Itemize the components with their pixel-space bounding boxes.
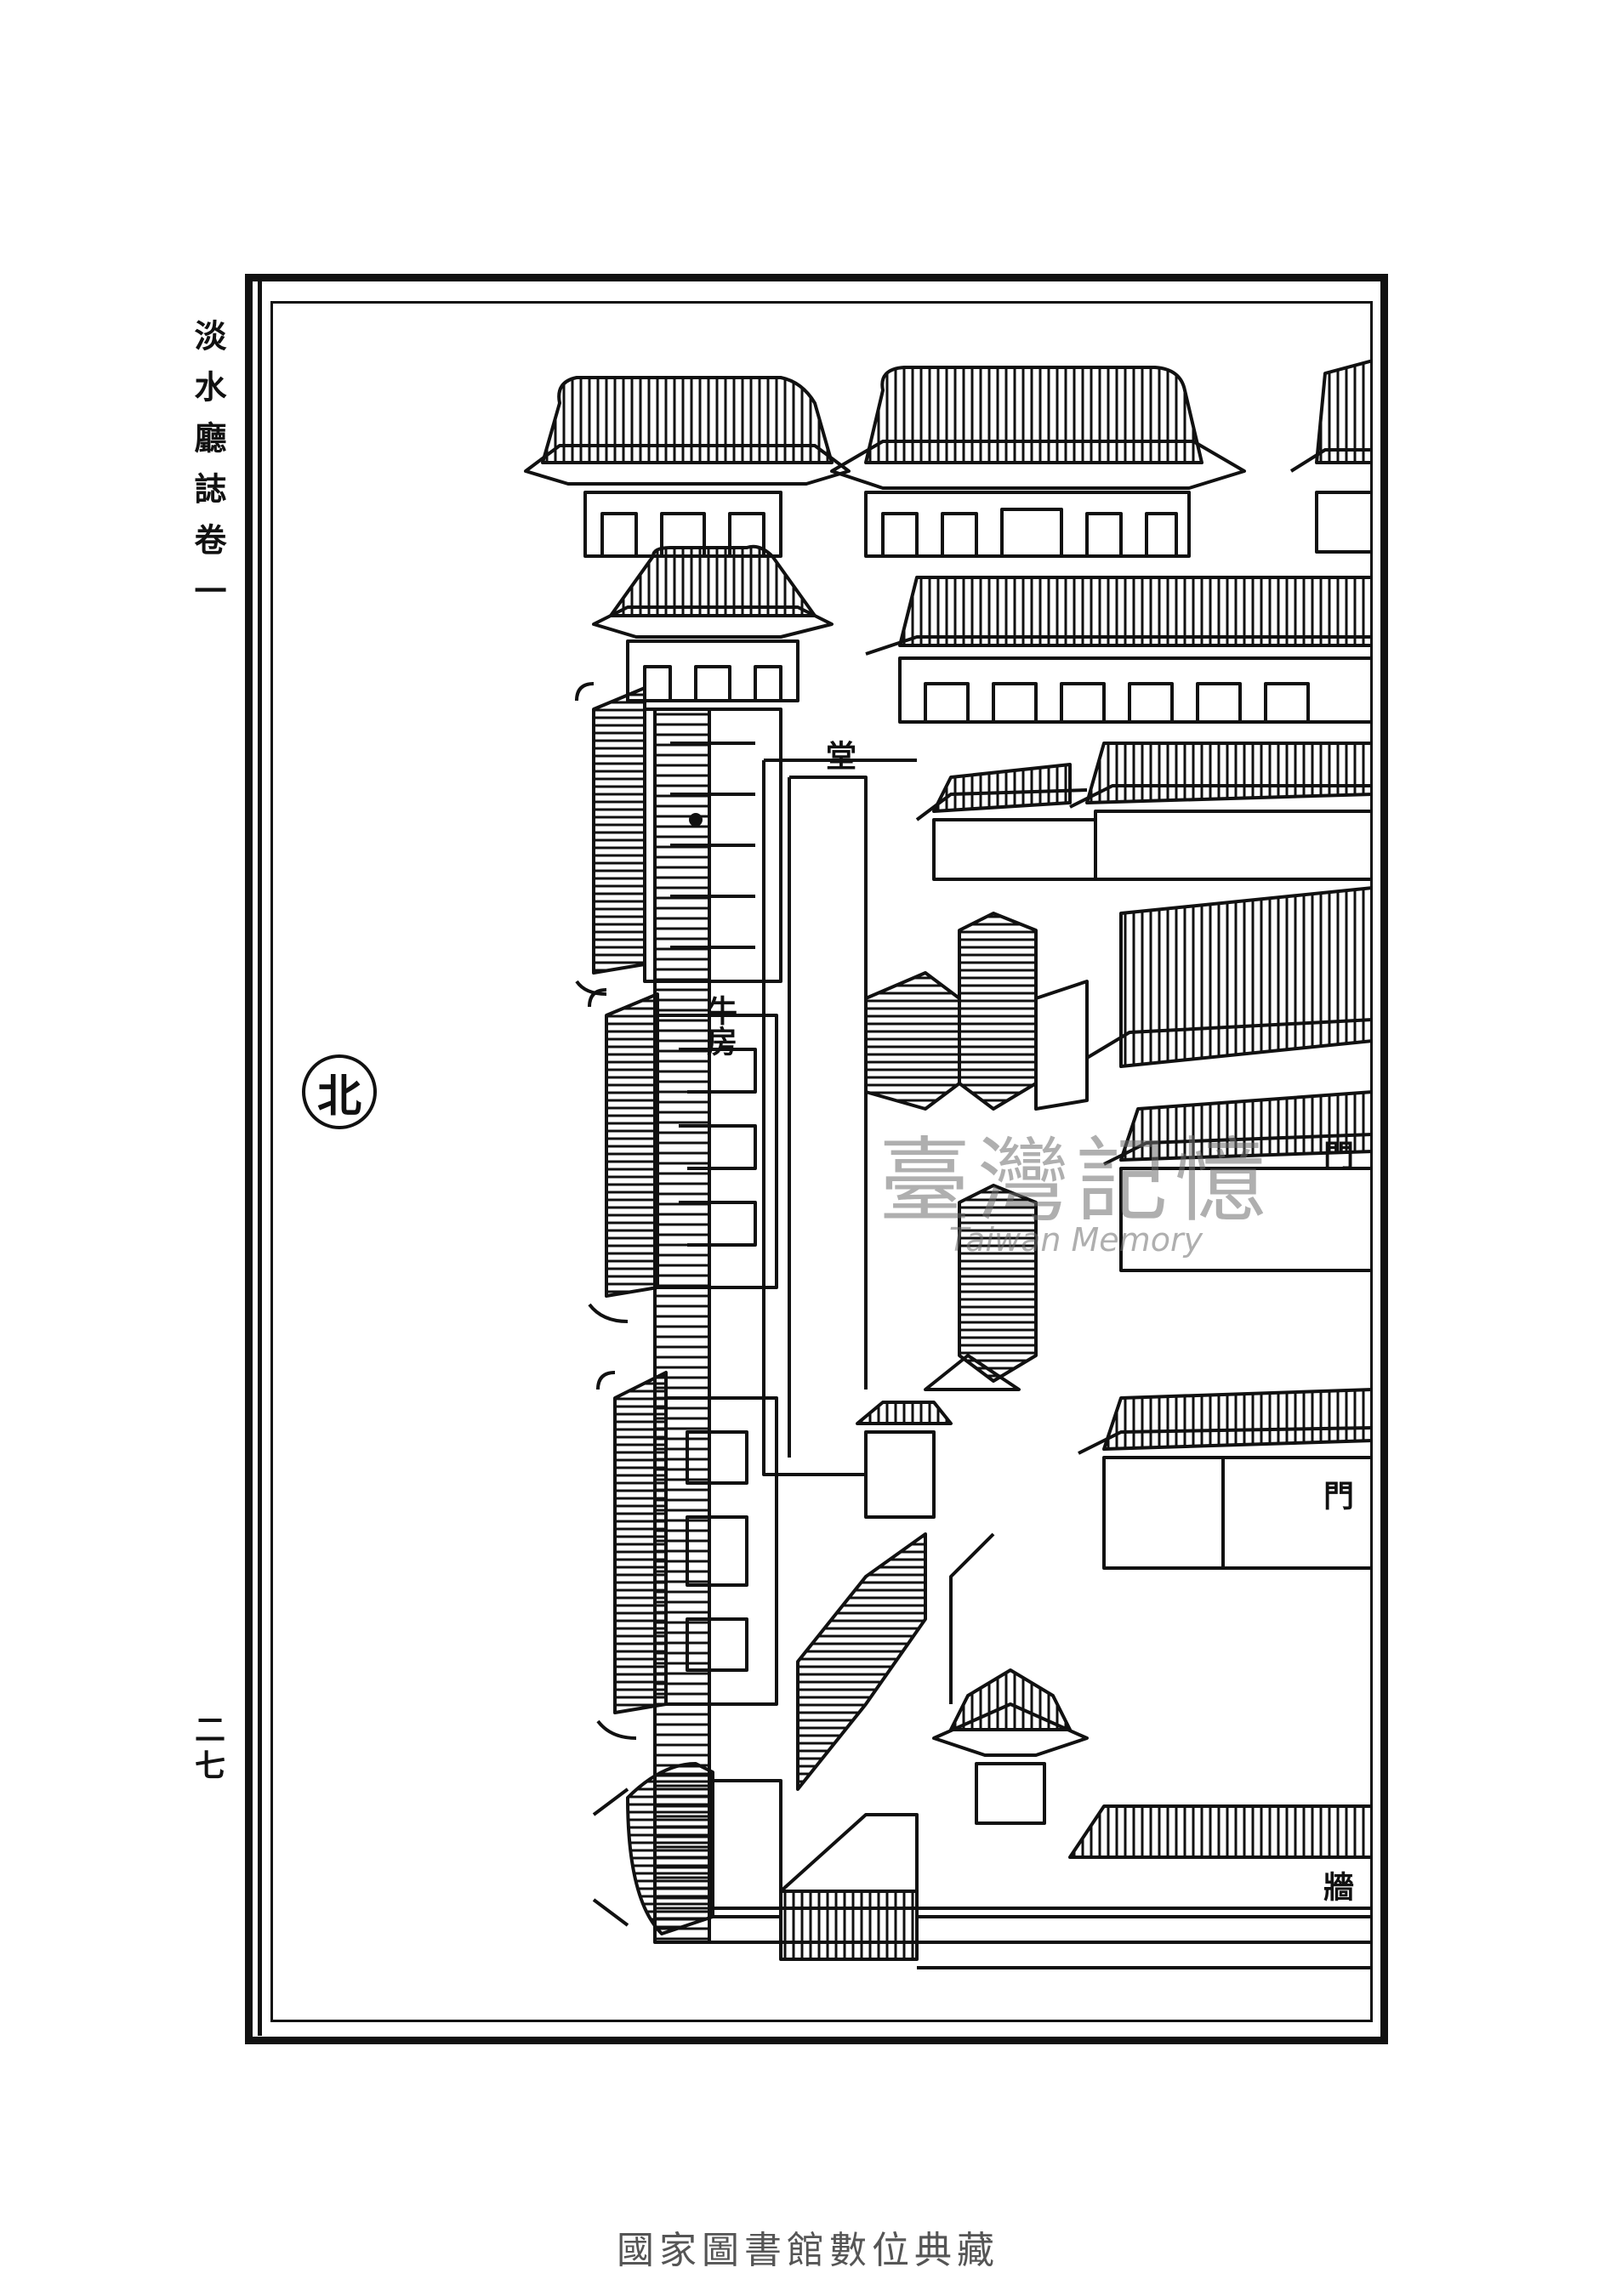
watermark: 臺灣記憶 Taiwan Memory — [838, 1131, 1314, 1259]
hexagonal-pavilion — [932, 1668, 1089, 1825]
south-wall — [779, 1804, 1373, 1969]
west-building-1 — [575, 682, 782, 996]
border-rule — [258, 281, 262, 2036]
volume-number: 卷一 — [189, 523, 227, 625]
gate-house — [592, 544, 834, 702]
map-label-wall: 牆 — [1318, 1871, 1354, 1901]
courtyard-wall — [762, 759, 917, 1476]
west-building-4 — [592, 1762, 782, 1935]
west-building-3 — [596, 1371, 778, 1740]
inner-pavilion-pair — [864, 886, 1373, 1383]
pavilion-top-left — [524, 376, 851, 558]
inner-gate — [856, 1354, 1373, 1570]
map-label-hall: 堂 — [821, 740, 856, 770]
watermark-chinese: 臺灣記憶 — [878, 1128, 1273, 1235]
north-compass-mark: 北 — [302, 1054, 377, 1129]
main-hall — [865, 576, 1373, 724]
map-label-ox-shed: 牛房 — [702, 995, 737, 1056]
map-label-gate-upper: 門 — [1318, 1139, 1354, 1170]
compound-illustration — [524, 359, 1373, 1969]
map-panel — [270, 301, 1373, 2022]
inner-building-upper — [915, 742, 1373, 881]
page-number: 二七 — [190, 1713, 225, 1785]
running-title: 淡水廳誌卷一 — [185, 319, 230, 625]
pavilion-top-center — [830, 366, 1246, 558]
west-building-2 — [588, 988, 778, 1323]
outer-border — [245, 274, 1388, 2044]
map-label-gate-lower: 門 — [1318, 1480, 1354, 1510]
lower-steps — [796, 1532, 995, 1791]
west-corridor — [653, 708, 1373, 1944]
watermark-english: Taiwan Memory — [948, 1221, 1203, 1259]
book-title: 淡水廳誌 — [189, 319, 227, 523]
library-footer: 國家圖書館數位典藏 — [617, 2229, 999, 2272]
pavilion-top-right — [1289, 359, 1373, 554]
